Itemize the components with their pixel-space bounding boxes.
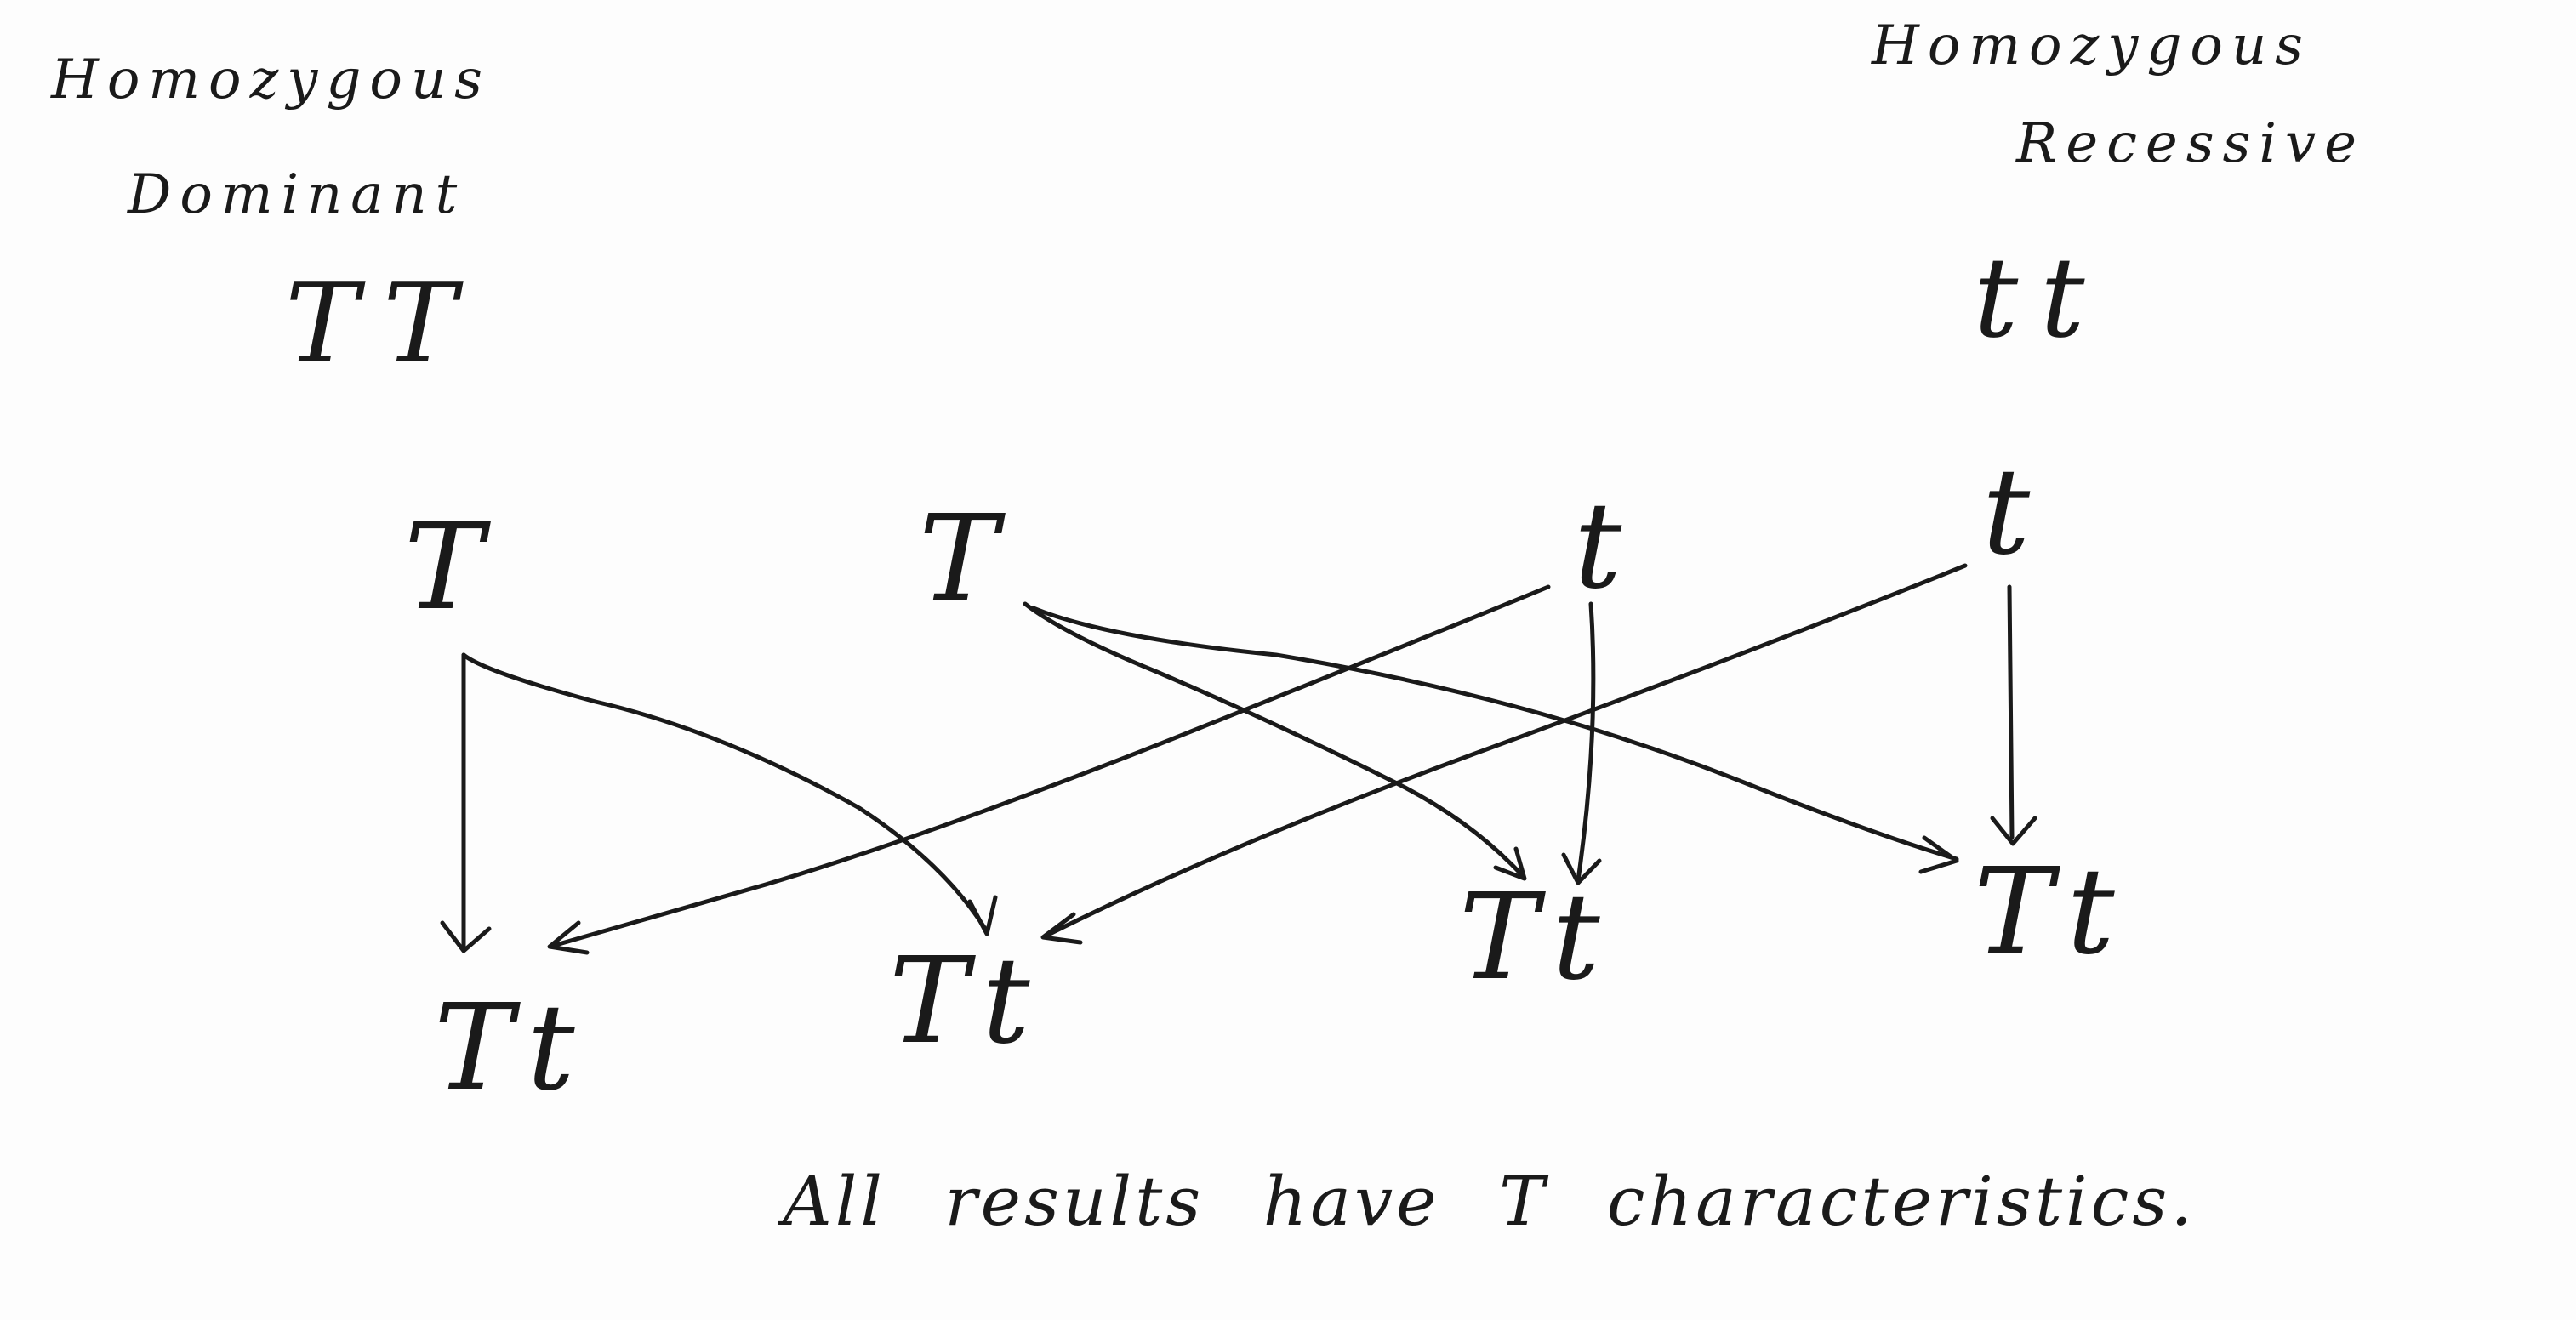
arrows — [440, 563, 2037, 955]
allele-4: t — [1982, 443, 2031, 582]
arrow-t4-to-result2 — [1044, 563, 1968, 938]
arrow-T2-to-result3 — [1023, 601, 1525, 879]
result-1: Tt — [434, 979, 589, 1118]
recessive-genotype: tt — [1974, 233, 2106, 362]
dominant-genotype: TT — [285, 259, 479, 388]
arrow-t3-to-result1 — [550, 584, 1551, 948]
arrow-t3-to-result1-head — [547, 920, 590, 955]
arrow-t4-to-result4-head — [1990, 816, 2037, 846]
arrow-T2-to-result3-head — [1493, 846, 1527, 881]
arrow-T1-to-result2 — [461, 652, 989, 934]
allele-1: T — [404, 498, 491, 637]
result-3: Tt — [1459, 868, 1614, 1007]
caption: All results have T characteristics. — [777, 1162, 2196, 1241]
recessive-label-line2: Recessive — [2015, 112, 2365, 175]
arrow-t3-to-result3 — [1576, 601, 1596, 883]
arrow-T2-to-result4-head — [1918, 835, 1959, 874]
dominant-label-line1: Homozygous — [50, 48, 491, 111]
arrow-T1-to-result1-head — [440, 920, 492, 953]
arrow-T1-to-result2-head — [967, 895, 998, 936]
arrow-t3-to-result3-head — [1561, 852, 1602, 885]
allele-2: T — [919, 490, 1006, 629]
result-4: Tt — [1974, 843, 2129, 981]
dominant-label-line2: Dominant — [127, 163, 465, 226]
arrow-T2-to-result4 — [1031, 606, 1959, 862]
result-2: Tt — [889, 932, 1044, 1071]
recessive-label-line1: Homozygous — [1871, 14, 2311, 77]
allele-3: t — [1574, 477, 1622, 616]
arrow-t4-to-result2-head — [1040, 912, 1083, 945]
arrow-t4-to-result4 — [2007, 584, 2015, 840]
